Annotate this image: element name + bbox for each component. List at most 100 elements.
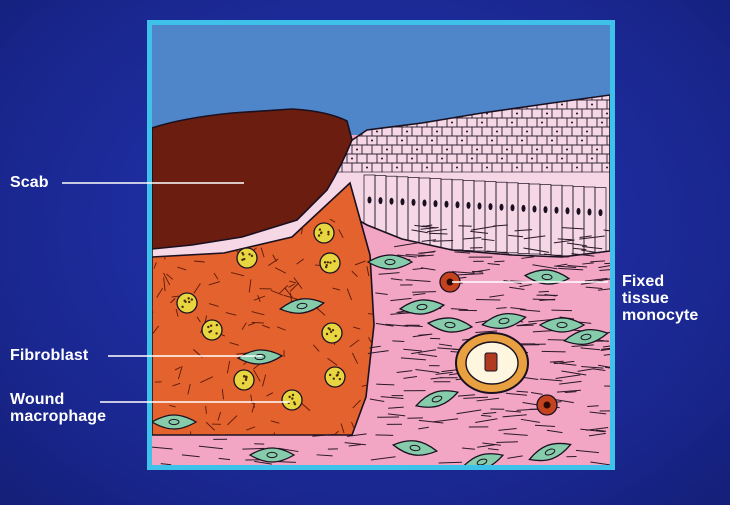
- cell-nucleus: [506, 149, 508, 151]
- cell-nucleus: [486, 167, 488, 169]
- epidermis-cell: [302, 91, 312, 100]
- epidermis-cell: [377, 100, 387, 109]
- cell-nucleus: [501, 158, 503, 160]
- epidermis-cell: [422, 91, 432, 100]
- cell-nucleus: [326, 95, 328, 97]
- cell-nucleus: [471, 158, 473, 160]
- cell-nucleus: [411, 158, 413, 160]
- epidermis-cell: [357, 118, 367, 127]
- macrophage-cell: [237, 248, 257, 268]
- fibroblast-label: Fibroblast: [10, 347, 88, 364]
- epidermis-cell: [452, 91, 462, 100]
- epidermis-cell: [362, 91, 372, 100]
- cell-nucleus: [356, 95, 358, 97]
- basal-cell-nucleus: [500, 204, 504, 211]
- cell-nucleus: [451, 122, 453, 124]
- cell-nucleus: [426, 167, 428, 169]
- cell-nucleus: [356, 149, 358, 151]
- cell-nucleus: [571, 122, 573, 124]
- collagen-fiber: [551, 310, 572, 311]
- cell-nucleus: [501, 104, 503, 106]
- cell-nucleus: [586, 131, 588, 133]
- epidermis-cell: [412, 91, 422, 100]
- macrophage-cell: [202, 320, 222, 340]
- cell-nucleus: [576, 167, 578, 169]
- cell-nucleus: [361, 122, 363, 124]
- cell-nucleus: [591, 104, 593, 106]
- cell-nucleus: [416, 149, 418, 151]
- epidermis-cell: [462, 91, 472, 100]
- epidermis-cell: [432, 91, 442, 100]
- cell-nucleus: [566, 149, 568, 151]
- epidermis-cell: [512, 91, 522, 100]
- epidermis-cell: [357, 100, 367, 109]
- epidermis-cell: [337, 100, 347, 109]
- monocyte-cell: [537, 395, 557, 415]
- epidermis-cell: [442, 109, 452, 118]
- cell-nucleus: [391, 122, 393, 124]
- macrophage-cell: [320, 253, 340, 273]
- epidermis-cell: [347, 100, 357, 109]
- cell-nucleus: [561, 158, 563, 160]
- cell-nucleus: [591, 158, 593, 160]
- cell-nucleus: [461, 140, 463, 142]
- cell-nucleus: [536, 95, 538, 97]
- epidermis-cell: [312, 91, 322, 100]
- wound-macrophage-label: Wound macrophage: [10, 391, 106, 425]
- cell-nucleus: [601, 122, 603, 124]
- basal-cell-nucleus: [566, 207, 570, 214]
- epidermis-cell: [372, 109, 382, 118]
- basal-cell-nucleus: [489, 203, 493, 210]
- macrophage-cell: [325, 367, 345, 387]
- fixed-tissue-monocyte-label: Fixed tissue monocyte: [622, 273, 698, 324]
- macrophage-cell: [282, 390, 302, 410]
- epidermis-cell: [417, 100, 427, 109]
- diagram-frame: [147, 20, 615, 470]
- cell-nucleus: [531, 158, 533, 160]
- epidermis-cell: [542, 91, 552, 100]
- cell-nucleus: [506, 95, 508, 97]
- cell-nucleus: [446, 149, 448, 151]
- cell-nucleus: [561, 104, 563, 106]
- epidermis-cell: [442, 91, 452, 100]
- epidermis-cell: [432, 109, 442, 118]
- fixed-tissue-monocyte-label-line3: monocyte: [622, 307, 698, 324]
- cell-nucleus: [491, 140, 493, 142]
- collagen-fiber: [539, 291, 549, 292]
- epidermis-cell: [457, 100, 467, 109]
- epidermis-cell: [477, 100, 487, 109]
- epidermis-cell: [327, 100, 337, 109]
- collagen-fiber: [458, 226, 471, 227]
- cell-nucleus: [486, 113, 488, 115]
- cell-nucleus: [446, 95, 448, 97]
- cell-nucleus: [516, 167, 518, 169]
- cell-nucleus: [336, 113, 338, 115]
- basal-cell-nucleus: [379, 197, 383, 204]
- cell-nucleus: [386, 95, 388, 97]
- epidermis-cell: [427, 100, 437, 109]
- epidermis-cell: [532, 91, 542, 100]
- cell-nucleus: [471, 104, 473, 106]
- basal-cell-nucleus: [577, 208, 581, 215]
- collagen-fiber: [494, 261, 504, 262]
- epidermis-cell: [402, 109, 412, 118]
- basal-cell-nucleus: [423, 200, 427, 207]
- cell-nucleus: [411, 104, 413, 106]
- epidermis-cell: [402, 91, 412, 100]
- cell-nucleus: [371, 140, 373, 142]
- cell-nucleus: [581, 140, 583, 142]
- basal-cell-nucleus: [599, 209, 603, 216]
- cell-nucleus: [511, 122, 513, 124]
- blood-vessel: [456, 333, 528, 393]
- basal-cell-nucleus: [533, 206, 537, 213]
- cell-nucleus: [406, 131, 408, 133]
- collagen-fiber: [392, 341, 404, 342]
- collagen-fiber: [439, 462, 462, 463]
- epidermis-cell: [502, 91, 512, 100]
- cell-nucleus: [456, 167, 458, 169]
- epidermis-cell: [377, 118, 387, 127]
- epidermis-cell: [342, 91, 352, 100]
- epidermis-cell: [522, 91, 532, 100]
- cell-nucleus: [321, 104, 323, 106]
- epidermis-cell: [482, 91, 492, 100]
